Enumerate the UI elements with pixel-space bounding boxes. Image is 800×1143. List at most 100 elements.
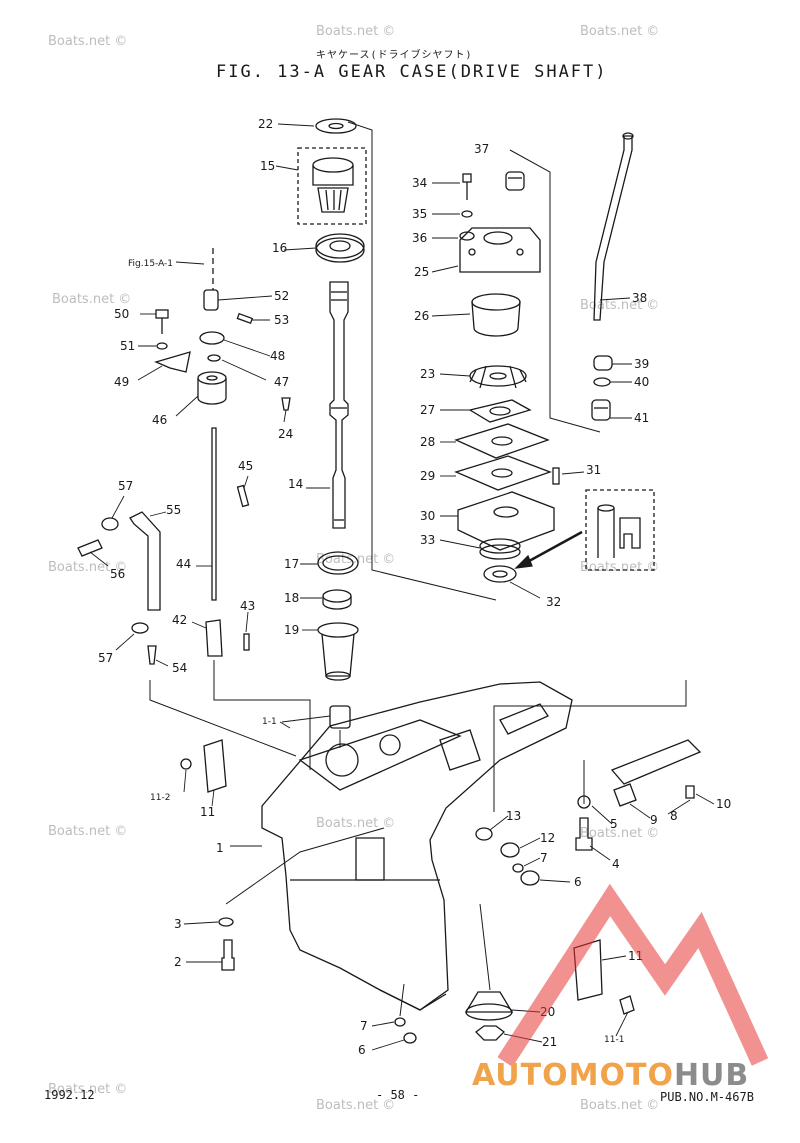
part-label-37: 37 (474, 142, 489, 156)
part-35-washer-drawing (461, 210, 473, 218)
diagram-subtitle: キヤケース(ドライブシヤフト) (316, 50, 473, 61)
part-label-45: 45 (238, 459, 253, 473)
part-label-40: 40 (634, 375, 649, 389)
part-label-15: 15 (260, 159, 275, 173)
part-label-55: 55 (166, 503, 181, 517)
watermark: Boats.net © (580, 24, 660, 39)
part-label-9: 9 (650, 813, 658, 827)
part-label-47: 47 (274, 375, 289, 389)
part-label-13: 13 (506, 809, 521, 823)
watermark: Boats.net © (580, 826, 660, 841)
part-57-clip-drawing (101, 517, 119, 531)
watermark: Boats.net © (48, 824, 128, 839)
part-label-11-2: 11-2 (150, 793, 170, 803)
detail-inset-box (585, 489, 655, 571)
part-label-57: 57 (98, 651, 113, 665)
part-label-17: 17 (284, 557, 299, 571)
part-24-key-drawing (281, 397, 291, 411)
part-48-o-ring-drawing (199, 331, 225, 345)
part-label-21: 21 (542, 1035, 557, 1049)
part-label-35: 35 (412, 207, 427, 221)
part-26-insert-cup-drawing (471, 293, 521, 337)
watermark: Boats.net © (580, 1098, 660, 1113)
part-label-10: 10 (716, 797, 731, 811)
part-label-53: 53 (274, 313, 289, 327)
part-11-1-bolt-drawing (619, 995, 635, 1015)
part-27-gasket-drawing (468, 399, 532, 423)
part-46-holder-drawing (197, 371, 227, 405)
part-53-pin-drawing (236, 312, 254, 325)
part-56-nipple-drawing (77, 539, 103, 557)
part-label-38: 38 (632, 291, 647, 305)
part-label-16: 16 (272, 241, 287, 255)
part-label-39: 39 (634, 357, 649, 371)
part-label-49: 49 (114, 375, 129, 389)
part-label-48: 48 (270, 349, 285, 363)
part-label-25: 25 (414, 265, 429, 279)
logo-text: AUTOMOTOHUB (472, 1058, 750, 1093)
watermark: Boats.net © (48, 560, 128, 575)
part-label-7: 7 (540, 851, 548, 865)
watermark: Boats.net © (316, 1098, 396, 1113)
part-label-18: 18 (284, 591, 299, 605)
part-label-51: 51 (120, 339, 135, 353)
part-55-tube-drawing (129, 511, 161, 611)
part-36-washer-drawing (459, 231, 475, 241)
part-41-grommet-drawing (591, 399, 611, 421)
part-label-36: 36 (412, 231, 427, 245)
part-30-pump-base-drawing (457, 491, 555, 551)
part-28-plate-drawing (454, 423, 550, 459)
part-label-57: 57 (118, 479, 133, 493)
reference-label: Fig.15-A-1 (128, 259, 173, 269)
part-label-11-1: 11-1 (604, 1035, 624, 1045)
watermark: Boats.net © (580, 560, 660, 575)
part-label-19: 19 (284, 623, 299, 637)
part-label-1: 1 (216, 841, 224, 855)
part-label-22: 22 (258, 117, 273, 131)
part-label-26: 26 (414, 309, 429, 323)
part-2-bolt-drawing (221, 939, 235, 971)
watermark: Boats.net © (316, 816, 396, 831)
watermark: Boats.net © (316, 24, 396, 39)
part-37-grommet-drawing (505, 171, 525, 191)
part-15-bearing-drawing (312, 157, 354, 213)
part-label-54: 54 (172, 661, 187, 675)
part-label-12: 12 (540, 831, 555, 845)
part-1-1-bushing-drawing (329, 705, 351, 729)
part-label-24: 24 (278, 427, 293, 441)
part-label-11: 11 (200, 805, 215, 819)
part-8-plate-drawing (610, 739, 702, 785)
part-label-14: 14 (288, 477, 303, 491)
part-label-30: 30 (420, 509, 435, 523)
part-label-50: 50 (114, 307, 129, 321)
part-47-o-ring-drawing (207, 354, 221, 362)
part-33-seal-drawing (479, 538, 521, 560)
leader-lines (89, 123, 715, 1051)
detail-arrow-head (514, 554, 533, 569)
watermark: Boats.net © (48, 34, 128, 49)
part-12-screw-drawing (500, 842, 520, 858)
part-label-56: 56 (110, 567, 125, 581)
part-3-washer-drawing (218, 917, 234, 927)
part-label-43: 43 (240, 599, 255, 613)
part-34-bolt-drawing (462, 173, 472, 200)
part-label-31: 31 (586, 463, 601, 477)
part-label-27: 27 (420, 403, 435, 417)
part-label-29: 29 (420, 469, 435, 483)
part-label-52: 52 (274, 289, 289, 303)
part-label-3: 3 (174, 917, 182, 931)
part-label-1-1: 1-1 (262, 717, 277, 727)
part-7-washer-drawing (512, 863, 524, 873)
part-label-44: 44 (176, 557, 191, 571)
part-57-clip-drawing (131, 622, 149, 634)
part-22-washer-drawing (315, 118, 357, 134)
part-31-pin-drawing (552, 467, 560, 485)
watermark: Boats.net © (48, 1082, 128, 1097)
part-label-6: 6 (358, 1043, 366, 1057)
part-label-7: 7 (360, 1019, 368, 1033)
part-6-screw-drawing (520, 870, 540, 886)
part-16-bearing-drawing (315, 233, 365, 263)
